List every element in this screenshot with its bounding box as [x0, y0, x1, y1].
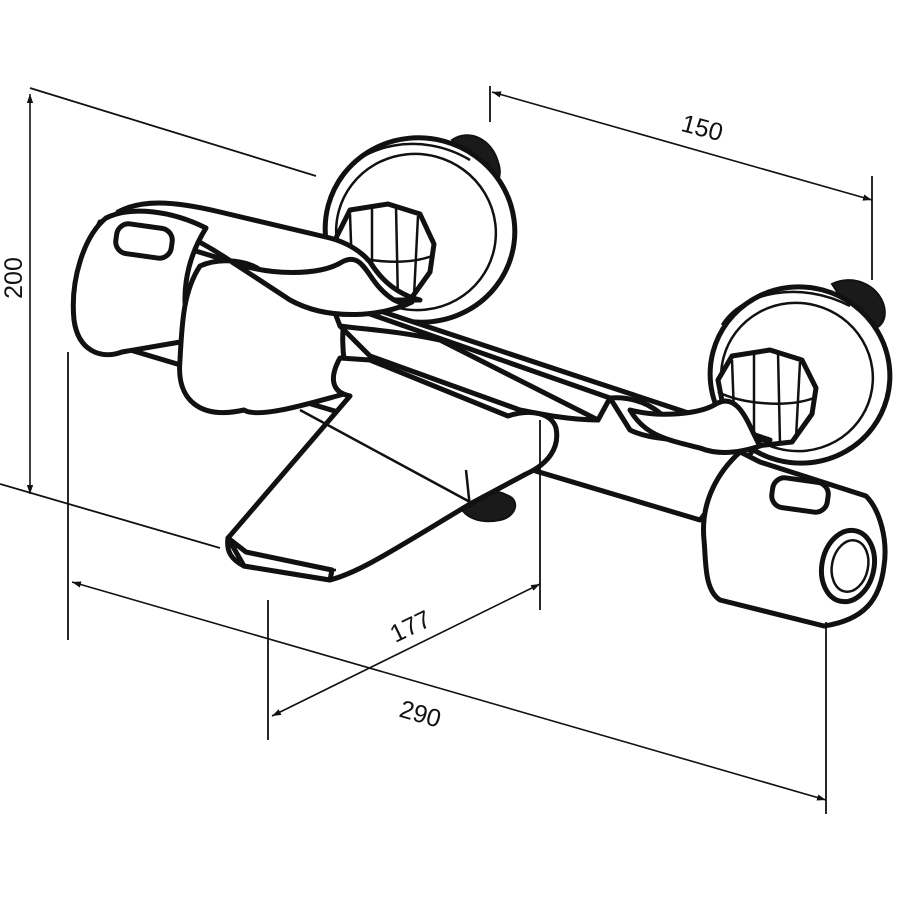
mixer-body [70, 200, 888, 629]
dimension-290: 290 [67, 352, 827, 814]
right-inlet-arm [627, 398, 763, 455]
dim-label-200: 200 [0, 257, 28, 299]
dimension-150: 150 [489, 86, 873, 280]
faucet [70, 134, 893, 629]
ext-line-top [29, 87, 317, 177]
dim-line-290 [71, 581, 827, 801]
dim-label-150: 150 [678, 109, 726, 147]
left-inlet-arm [229, 257, 415, 317]
dim-label-177: 177 [386, 605, 436, 648]
dim-line-150 [491, 91, 873, 201]
spout [225, 355, 560, 583]
dimension-annotations: 200 150 177 290 [0, 86, 873, 814]
ext-line-bottom [0, 483, 221, 549]
dim-label-290: 290 [396, 695, 444, 733]
dimension-200: 200 [0, 87, 317, 549]
